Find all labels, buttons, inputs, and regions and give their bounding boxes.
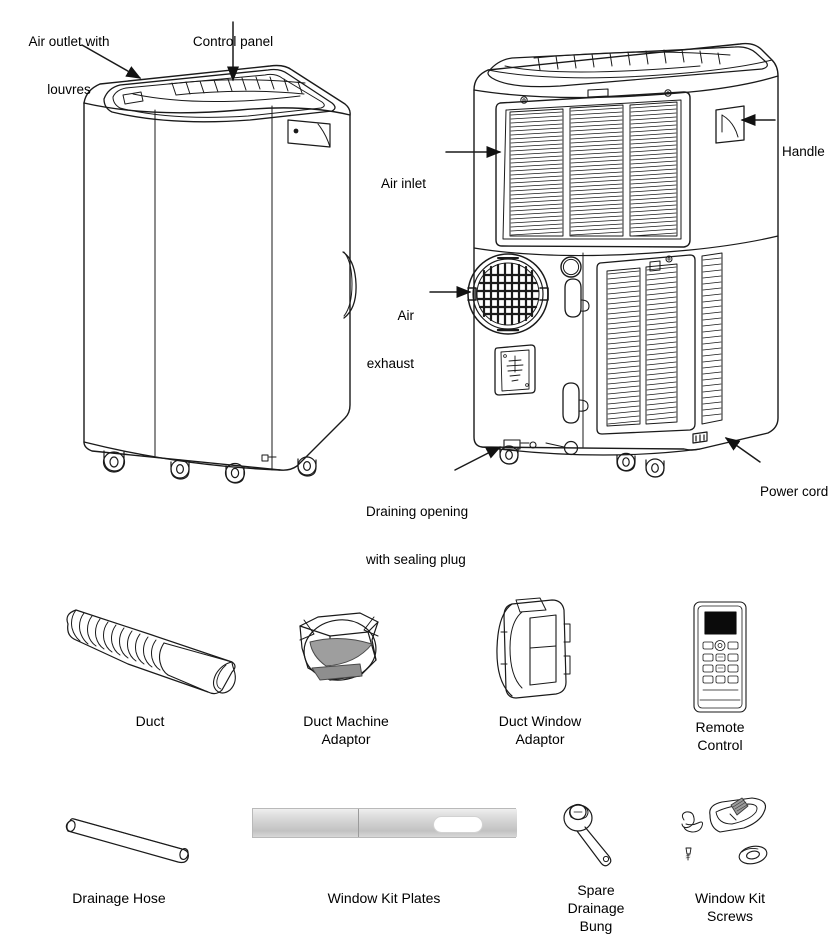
callout-air-exhaust-line-2: exhaust [366, 356, 414, 371]
callout-control-panel-text: Control panel [192, 34, 274, 49]
air-exhaust-port [467, 253, 549, 335]
rear-view-unit [467, 42, 779, 478]
plate-slider-hole [433, 816, 483, 833]
callout-air-outlet-line-2: louvres [47, 82, 91, 97]
accessory-duct-window-adaptor-art [496, 597, 571, 699]
window-kit-plates-icon [252, 808, 517, 838]
callout-control-panel: Control panel [173, 2, 293, 82]
accessory-caption-remote-control: Remote Control [695, 719, 745, 753]
front-view-unit [83, 64, 357, 484]
accessory-drainage-hose-art [65, 818, 189, 864]
accessory-caption-window-kit-plates: Window Kit Plates [327, 890, 441, 906]
grille-slats [510, 111, 563, 236]
callout-handle-text: Handle [782, 144, 825, 159]
accessory-duct-machine-adaptor-art [299, 612, 379, 681]
accessory-caption-duct-machine-adaptor: Duct Machine Adaptor [303, 713, 389, 747]
callout-power-cord-text: Power cord [760, 484, 829, 499]
accessory-caption-drainage-hose: Drainage Hose [72, 890, 166, 906]
accessory-caption-spare-drainage-bung: Spare Drainage Bung [567, 882, 625, 934]
plate-segment-left [253, 809, 359, 837]
accessory-caption-window-kit-screws: Window Kit Screws [694, 890, 766, 924]
accessory-spare-drainage-bung-art [563, 803, 612, 867]
callout-handle: Handle [782, 112, 836, 192]
accessory-caption-duct: Duct [135, 713, 165, 729]
callout-air-outlet-with-louvres: Air outlet with louvres [4, 2, 134, 130]
accessory-caption-duct-window-adaptor: Duct Window Adaptor [498, 713, 582, 747]
callout-power-cord: Power cord [760, 452, 836, 532]
callout-air-inlet-text: Air inlet [380, 176, 426, 191]
callout-draining-opening-line-1: Draining opening [366, 504, 469, 519]
accessory-duct-art [66, 609, 236, 695]
callout-air-exhaust: Air exhaust [318, 276, 414, 404]
callout-leaders [81, 21, 776, 471]
accessory-remote-control-art [693, 601, 747, 713]
callout-draining-opening: Draining opening with sealing plug [366, 472, 556, 600]
callout-draining-opening-line-2: with sealing plug [366, 552, 466, 567]
callout-air-outlet-line-1: Air outlet with [28, 34, 110, 49]
accessory-window-kit-screws-art [681, 797, 768, 865]
callout-air-exhaust-line-1: Air [397, 308, 415, 323]
callout-air-inlet: Air inlet [316, 144, 426, 224]
